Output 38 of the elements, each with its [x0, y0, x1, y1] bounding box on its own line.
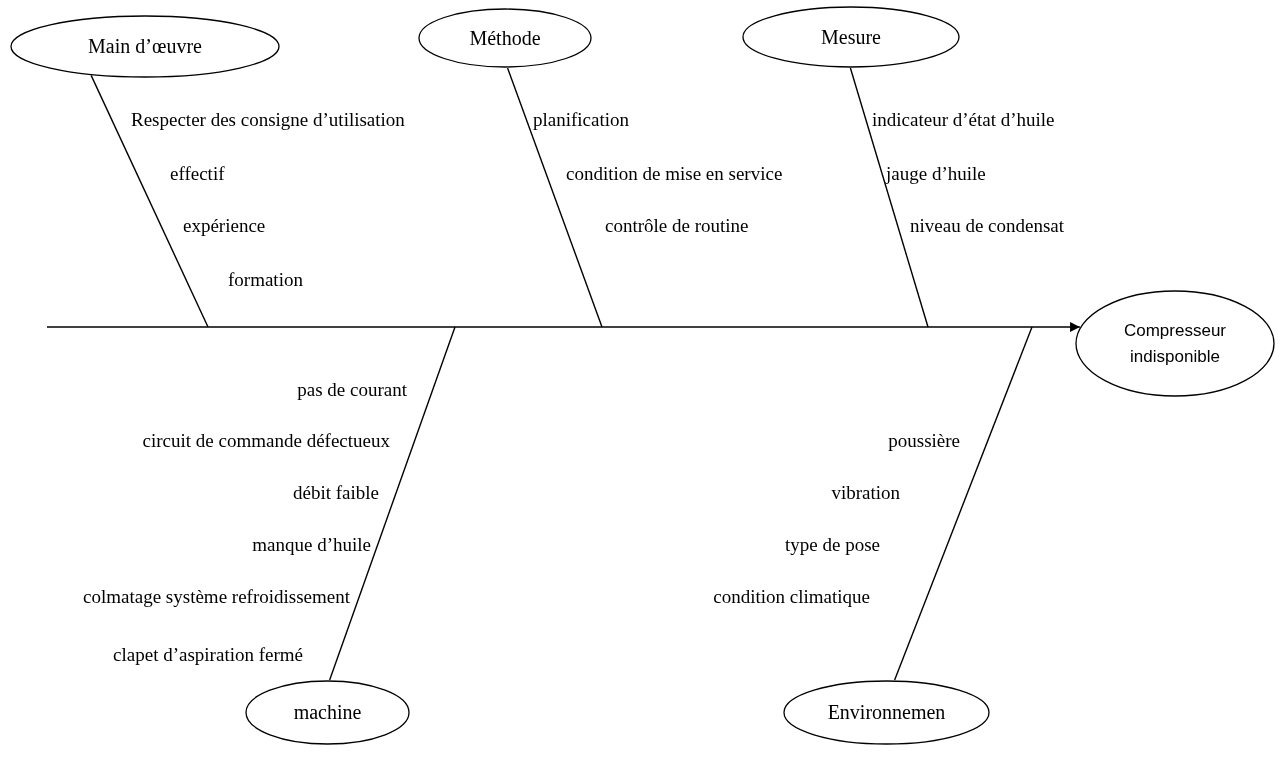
cause-text: Respecter des consigne d’utilisation — [131, 109, 405, 131]
category-text: machine — [293, 701, 362, 724]
spine-arrow — [46, 322, 1081, 332]
cause-text: effectif — [170, 163, 225, 185]
cause-text: manque d’huile — [252, 534, 371, 556]
branch-line — [506, 67, 603, 328]
cause-text: expérience — [183, 215, 266, 237]
cause-text: contrôle de routine — [605, 215, 749, 237]
effect-ellipse — [1075, 290, 1275, 397]
cause-category-ellipse — [418, 8, 592, 68]
cause-text: circuit de commande défectueux — [142, 430, 390, 452]
effect-text: Compresseur indisponible — [1122, 319, 1227, 368]
cause-text: formation — [228, 269, 303, 291]
cause-text: colmatage système refroidissement — [83, 586, 350, 608]
cause-text: débit faible — [293, 482, 379, 504]
branch-line — [328, 326, 456, 681]
cause-text: clapet d’aspiration fermé — [113, 644, 303, 666]
cause-text: condition de mise en service — [566, 163, 783, 185]
cause-text: indicateur d’état d’huile — [872, 109, 1055, 131]
cause-text: condition climatique — [713, 586, 870, 608]
cause-text: planification — [533, 109, 630, 131]
cause-category-ellipse — [10, 15, 280, 78]
cause-text: vibration — [831, 482, 900, 504]
cause-text: type de pose — [785, 534, 880, 556]
category-text: Méthode — [469, 26, 541, 50]
category-text: Main d’œuvre — [88, 35, 202, 58]
cause-category-ellipse — [245, 680, 410, 745]
branch-line — [849, 67, 929, 328]
cause-text: pas de courant — [297, 379, 407, 401]
branch-line — [893, 326, 1033, 681]
cause-text: niveau de condensat — [910, 215, 1065, 237]
branch-line — [90, 74, 209, 328]
cause-category-ellipse — [742, 6, 960, 68]
cause-text: jauge d’huile — [886, 163, 986, 185]
cause-text: poussière — [888, 430, 960, 452]
category-text: Environnemen — [827, 701, 946, 724]
cause-category-ellipse — [783, 680, 990, 745]
category-text: Mesure — [821, 25, 881, 49]
